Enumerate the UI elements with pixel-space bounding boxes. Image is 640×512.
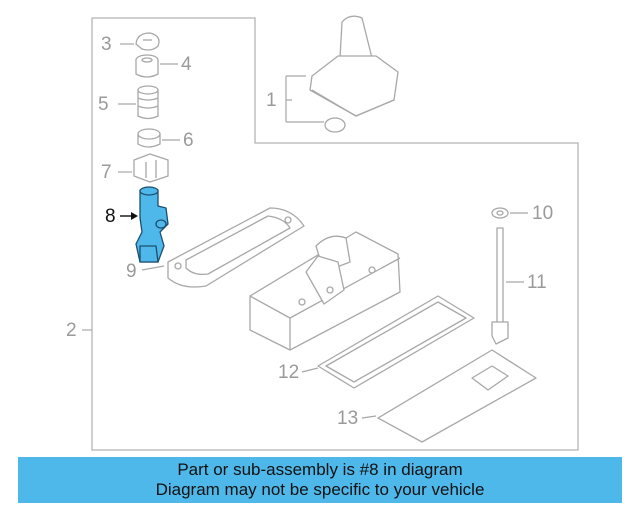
parts-diagram xyxy=(82,15,579,451)
callout-8: 8 xyxy=(105,206,116,227)
part-11-rod xyxy=(491,227,509,345)
callout-13: 13 xyxy=(337,408,359,429)
part-6-bushing xyxy=(137,128,161,148)
diagram-frame xyxy=(91,17,579,451)
part-9-gasket xyxy=(167,207,305,288)
part-13-gasket xyxy=(377,349,537,443)
part-7-clip xyxy=(133,153,169,183)
part-info-banner: Part or sub-assembly is #8 in diagram Di… xyxy=(18,457,622,503)
shifter-housing xyxy=(249,231,401,351)
callout-9: 9 xyxy=(126,261,137,282)
callout-6: 6 xyxy=(183,130,194,151)
banner-line-1: Part or sub-assembly is #8 in diagram xyxy=(177,460,463,479)
part-3-clip xyxy=(135,32,160,51)
banner-line-2: Diagram may not be specific to your vehi… xyxy=(155,480,485,499)
callout-10: 10 xyxy=(532,203,554,224)
part-5-sleeve xyxy=(137,85,159,120)
part-12-cover xyxy=(317,295,475,389)
callout-3: 3 xyxy=(101,34,112,55)
leader-8-arrowhead xyxy=(131,212,138,220)
callout-5: 5 xyxy=(98,94,109,115)
part-10-washer xyxy=(491,207,509,219)
leader-12 xyxy=(301,367,319,373)
leader-13 xyxy=(361,415,377,419)
callout-11: 11 xyxy=(527,272,547,293)
callout-12: 12 xyxy=(278,362,300,383)
callout-1: 1 xyxy=(266,90,277,111)
callout-4: 4 xyxy=(181,54,192,75)
part-8-shift-lever-highlighted xyxy=(135,186,169,263)
part-4-bushing xyxy=(135,54,159,78)
part-1-shift-knob xyxy=(309,15,399,133)
leader-9 xyxy=(141,265,165,271)
callout-2: 2 xyxy=(66,320,77,341)
callout-7: 7 xyxy=(101,162,112,183)
leader-1 xyxy=(285,75,324,123)
